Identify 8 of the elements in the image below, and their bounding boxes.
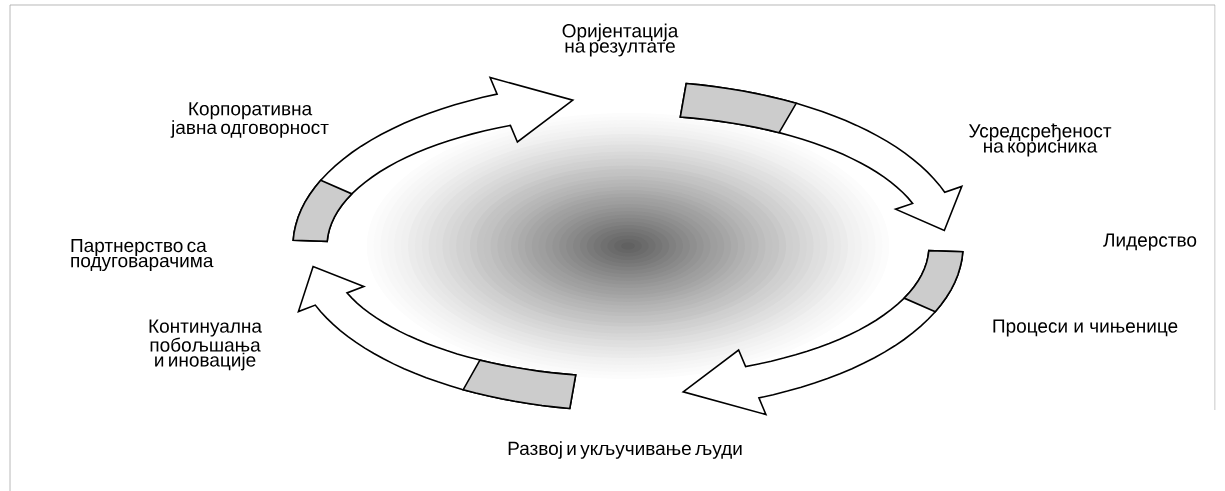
- node-label: Оријентација на резултате: [562, 23, 679, 57]
- node-label: Усредсређеност на корисника: [968, 123, 1112, 157]
- node-label: Лидерство: [1103, 233, 1197, 251]
- node-label: Процеси и чињенице: [993, 319, 1178, 337]
- node-label: Корпоративна јавна одговорност: [170, 102, 329, 138]
- node-label: Развој и укључивање људи: [508, 441, 742, 459]
- node-label: Континуална побољшања и иновације: [149, 319, 262, 371]
- node-label: Партнерство са подуговарачима: [71, 238, 214, 272]
